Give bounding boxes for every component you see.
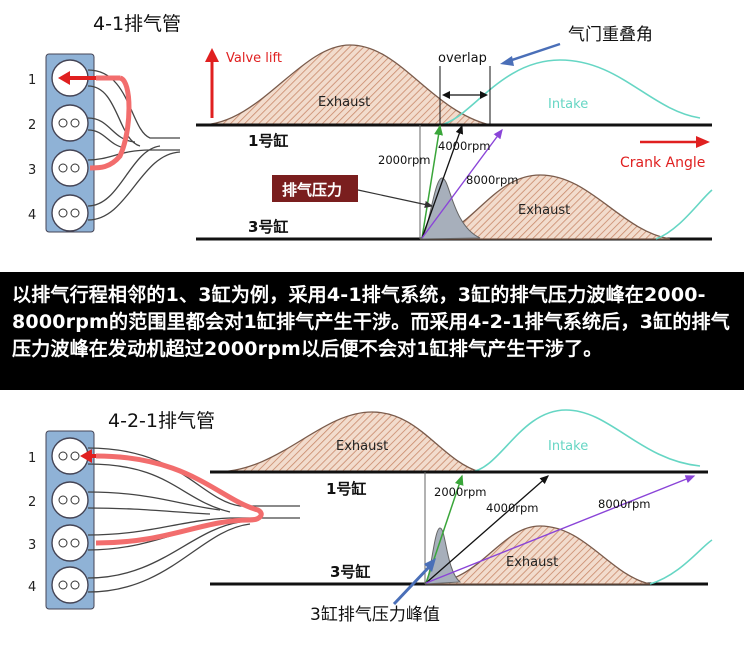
crank-angle-label: Crank Angle bbox=[620, 155, 705, 171]
bottom-cyl3-label: 3号缸 bbox=[330, 563, 370, 581]
bottom-rpm2000-label: 2000rpm bbox=[434, 485, 487, 499]
top-cyl1-exhaust-curve bbox=[199, 44, 491, 126]
top-intake-curve bbox=[439, 59, 701, 126]
top-cyl3-exhaust-label: Exhaust bbox=[518, 203, 570, 218]
bottom-cyl-label-1: 1 bbox=[28, 451, 36, 466]
top-title: 4-1排气管 bbox=[93, 13, 181, 35]
top-cyl3-label: 3号缸 bbox=[248, 218, 288, 236]
overlap-note-pointer bbox=[505, 42, 561, 64]
top-panel: 4-1排气管 1 2 3 4 bbox=[28, 13, 713, 241]
bottom-panel: 4-2-1排气管 1 2 3 4 bbox=[28, 409, 713, 625]
bottom-manifold: 1 2 3 4 bbox=[28, 430, 300, 610]
bottom-red-flow-path bbox=[95, 453, 264, 546]
top-rpm4000-arrow bbox=[421, 124, 464, 239]
explanation-text: 以排气行程相邻的1、3缸为例，采用4-1排气系统，3缸的排气压力波峰在2000-… bbox=[12, 284, 730, 360]
top-intake-label: Intake bbox=[548, 97, 588, 112]
top-cyl1-exhaust-label: Exhaust bbox=[318, 95, 370, 110]
bottom-cyl-label-2: 2 bbox=[28, 495, 36, 510]
top-exhaust-pipes bbox=[87, 69, 181, 221]
top-red-flow-path bbox=[89, 75, 132, 171]
bottom-rpm8000-arrow bbox=[425, 475, 696, 584]
top-rpm2000-arrow bbox=[421, 124, 444, 239]
overlap-note-arrowhead bbox=[500, 56, 514, 66]
bottom-cyl3-exhaust-curve bbox=[424, 525, 651, 585]
crank-angle-arrowhead bbox=[696, 136, 710, 148]
pressure-tag-label: 排气压力 bbox=[282, 181, 342, 199]
top-cylinder-head bbox=[45, 53, 95, 233]
bottom-cyl3-exhaust-label: Exhaust bbox=[506, 555, 558, 570]
bottom-rpm8000-label: 8000rpm bbox=[598, 497, 651, 511]
overlap-note: 气门重叠角 bbox=[568, 25, 653, 45]
top-cyl-label-4: 4 bbox=[28, 208, 36, 223]
bottom-cyl1-exhaust-curve bbox=[214, 411, 481, 473]
bottom-cyl1-label: 1号缸 bbox=[326, 480, 366, 498]
peak-note-arrowhead bbox=[424, 558, 436, 572]
bottom-cyl-label-4: 4 bbox=[28, 580, 36, 595]
top-cyl1-label: 1号缸 bbox=[248, 132, 288, 150]
overlap-label: overlap bbox=[438, 51, 487, 66]
valve-lift-axis bbox=[205, 48, 219, 118]
bottom-intake-curve bbox=[469, 409, 701, 473]
bottom-rpm4000-arrow bbox=[425, 475, 549, 584]
peak-note-pointer bbox=[392, 564, 432, 606]
pressure-tag-pointer bbox=[357, 189, 434, 208]
bottom-pressure-peak bbox=[424, 527, 462, 585]
top-cyl-label-1: 1 bbox=[28, 73, 36, 88]
top-manifold: 1 2 3 4 bbox=[28, 53, 181, 233]
bottom-cyl3-intake-curve bbox=[649, 539, 713, 585]
top-cyl-label-2: 2 bbox=[28, 118, 36, 133]
bottom-title: 4-2-1排气管 bbox=[108, 410, 215, 432]
bottom-rpm4000-label: 4000rpm bbox=[486, 501, 539, 515]
bottom-cyl-label-3: 3 bbox=[28, 538, 36, 553]
bottom-flow-arrowhead bbox=[80, 449, 92, 463]
top-rpm8000-label: 8000rpm bbox=[466, 173, 519, 187]
top-rpm8000-arrow bbox=[421, 128, 503, 239]
top-flow-arrowhead bbox=[58, 71, 70, 85]
valve-lift-label: Valve lift bbox=[226, 51, 282, 66]
top-rpm4000-label: 4000rpm bbox=[438, 139, 491, 153]
bottom-intake-label: Intake bbox=[548, 439, 588, 454]
top-rpm2000-label: 2000rpm bbox=[378, 153, 431, 167]
peak-note: 3缸排气压力峰值 bbox=[310, 604, 440, 625]
overlap-marker bbox=[439, 66, 491, 125]
bottom-cyl1-exhaust-label: Exhaust bbox=[336, 439, 388, 454]
top-cyl-label-3: 3 bbox=[28, 163, 36, 178]
top-ports bbox=[51, 59, 89, 232]
top-cyl3-intake-curve bbox=[655, 189, 713, 240]
explanation-banner: 以排气行程相邻的1、3缸为例，采用4-1排气系统，3缸的排气压力波峰在2000-… bbox=[0, 272, 744, 390]
pressure-tag-box bbox=[272, 175, 358, 202]
bottom-cylinder-head bbox=[45, 430, 95, 610]
